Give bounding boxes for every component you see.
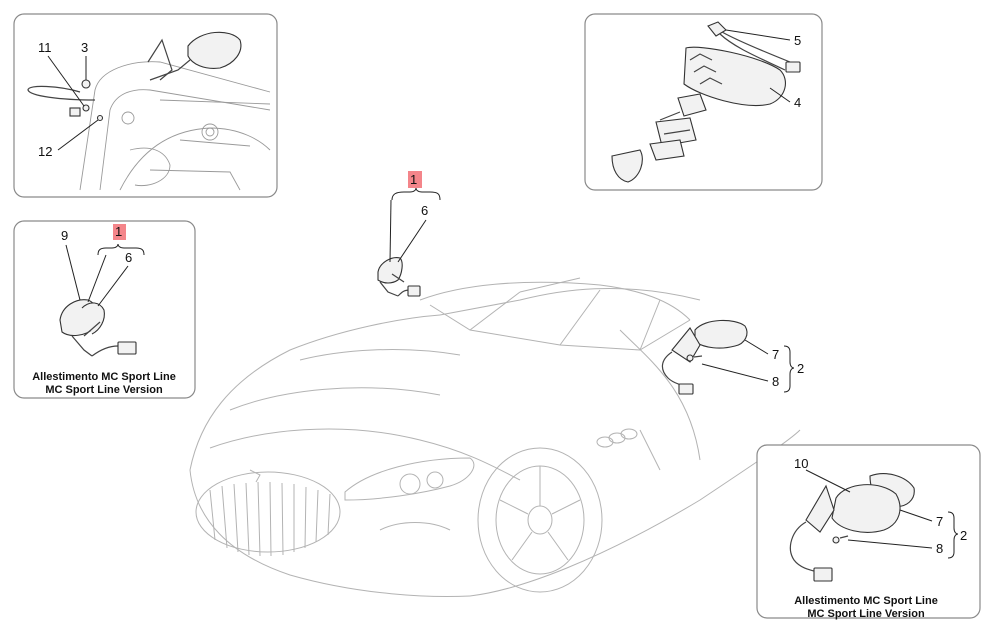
bracket-1-left [97,243,145,256]
caption-left-line1: Allestimento MC Sport Line [32,371,176,383]
callout-11: 11 [38,40,52,55]
leader-5 [725,29,791,41]
bracket-2-br [947,511,959,559]
callout-8-br: 8 [936,541,943,556]
callout-3: 3 [81,40,88,55]
callout-8-main: 8 [772,374,779,389]
caption-br-line1: Allestimento MC Sport Line [794,595,938,607]
leader-12 [57,119,99,151]
callout-1-left: 1 [115,224,122,239]
callout-10: 10 [794,456,808,471]
leader-1-top [389,199,392,263]
callout-7-main: 7 [772,347,779,362]
leader-4 [769,87,791,103]
callout-2-br: 2 [960,528,967,543]
leader-8-br [847,539,933,549]
leader-1-left [87,254,107,303]
leader-10 [805,469,851,493]
caption-br-line2: MC Sport Line Version [807,608,925,620]
panel-mc-sport-left [13,220,196,399]
main-mirror-assembly [661,319,748,395]
leader-6-main [397,219,427,263]
leader-8-main [701,363,769,382]
leader-6-left [97,265,129,307]
mc-sport-mirror-left-illustration [59,299,137,357]
callout-12: 12 [38,144,52,159]
callout-6-main: 6 [421,203,428,218]
highlight-marker [408,171,422,188]
caption-left-line2: MC Sport Line Version [45,384,163,396]
highlight-marker-left [113,224,126,240]
leader-9 [65,244,81,301]
callout-5: 5 [794,33,801,48]
bracket-1-top [391,187,441,201]
mc-sport-mirror-right-illustration [789,473,915,582]
callout-1-top: 1 [410,172,417,187]
leader-7-br [899,509,933,522]
callout-6-left: 6 [125,250,132,265]
center-mirror-assembly [377,257,421,297]
bracket-2-main [783,345,795,393]
leader-11 [47,55,85,107]
callout-2-main: 2 [797,361,804,376]
car-illustration [189,277,801,598]
callout-4: 4 [794,95,801,110]
callout-9: 9 [61,228,68,243]
callout-7-br: 7 [936,514,943,529]
leader-7-main [744,339,769,355]
